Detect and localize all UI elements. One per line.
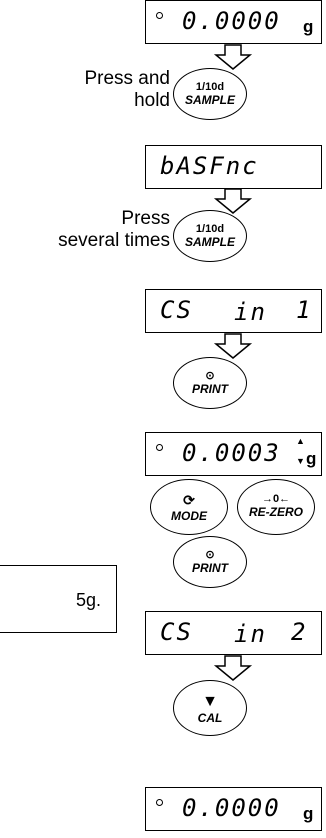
note-text: 5g. xyxy=(76,590,102,610)
display-initial: 0.0000 g xyxy=(145,0,322,44)
unit-label: g xyxy=(306,449,317,468)
display-mid: in xyxy=(234,298,267,326)
print-button[interactable]: ⊙PRINT xyxy=(173,536,247,588)
up-down-arrows-icon: ▲▼ xyxy=(296,436,305,466)
display-reading: 0.0003 ▲▼ g xyxy=(145,432,322,476)
down-arrow-icon xyxy=(213,188,253,214)
rezero-button[interactable]: →0←RE-ZERO xyxy=(237,479,315,535)
display-value: 0.0003 xyxy=(182,439,281,467)
unit-label: g xyxy=(303,804,314,823)
stability-mark-icon xyxy=(156,444,163,451)
display-value: 0.0000 xyxy=(182,794,281,822)
display-mid: in xyxy=(234,620,267,648)
display-basfnc: bASFnc xyxy=(145,145,322,189)
mode-cycle-icon: ⟳ xyxy=(183,492,195,508)
triangle-down-icon: ▼ xyxy=(202,693,218,710)
print-icon: ⊙ xyxy=(205,549,215,561)
down-arrow-icon xyxy=(213,333,253,359)
display-right: 2 xyxy=(291,618,308,646)
display-cs-in-2: CS in 2 xyxy=(145,611,322,655)
display-cs-in-1: CS in 1 xyxy=(145,289,322,333)
cal-button[interactable]: ▼CAL xyxy=(173,680,247,736)
display-value: 0.0000 xyxy=(182,7,281,35)
display-left: CS xyxy=(160,296,193,324)
print-icon: ⊙ xyxy=(205,370,215,382)
print-button[interactable]: ⊙PRINT xyxy=(173,357,247,409)
stability-mark-icon xyxy=(156,799,163,806)
display-value: bASFnc xyxy=(160,152,259,180)
down-arrow-icon xyxy=(213,655,253,681)
display-final: 0.0000 g xyxy=(145,787,322,831)
stability-mark-icon xyxy=(156,12,163,19)
display-right: 1 xyxy=(296,296,313,324)
mode-button[interactable]: ⟳MODE xyxy=(150,479,228,535)
note-box: 5g. xyxy=(0,565,117,633)
down-arrow-icon xyxy=(213,44,253,70)
unit-label: g xyxy=(303,17,314,36)
display-left: CS xyxy=(160,618,193,646)
